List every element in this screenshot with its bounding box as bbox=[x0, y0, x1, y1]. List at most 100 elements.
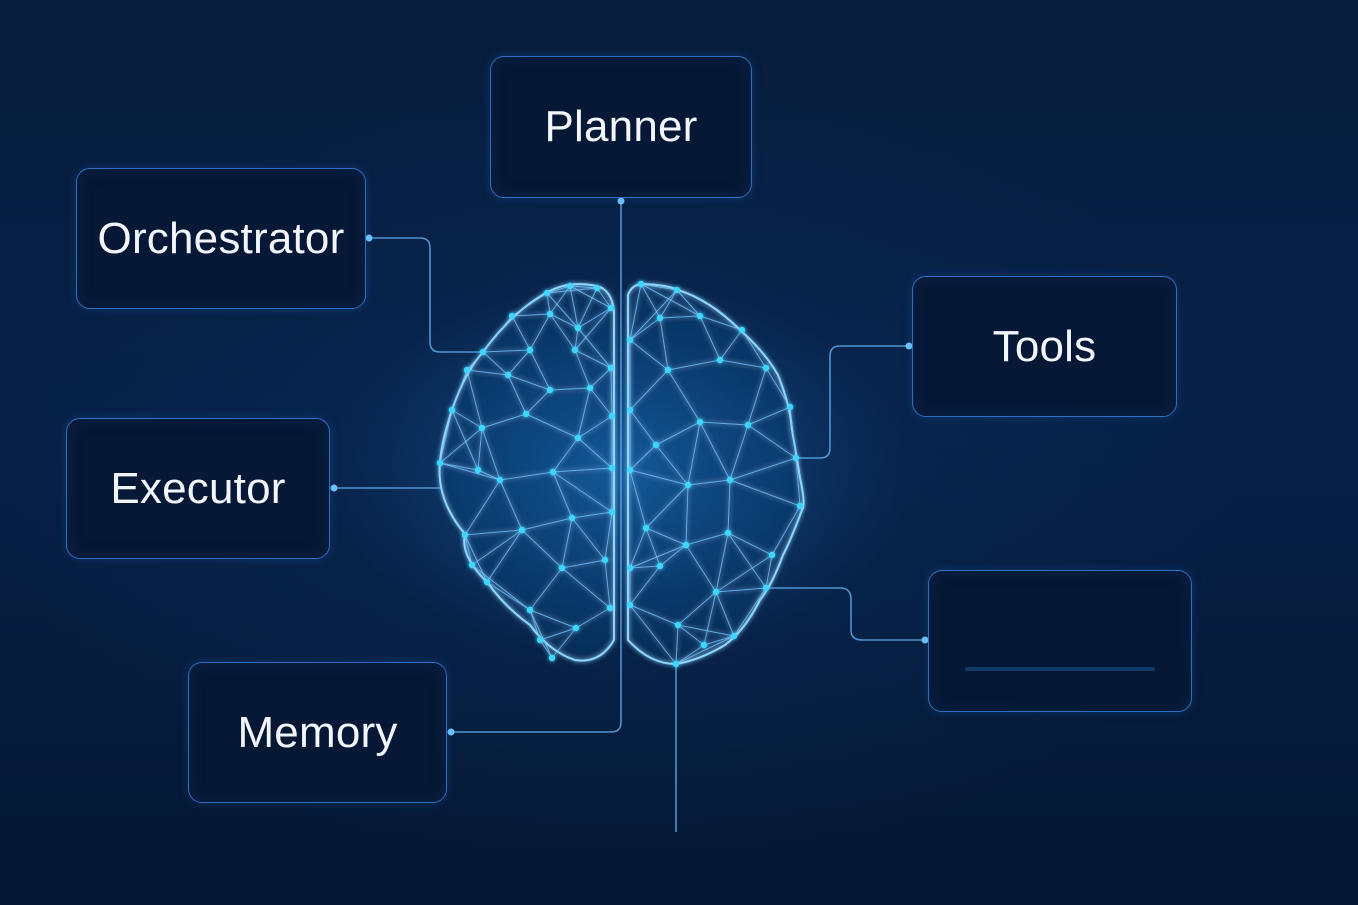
brain-mesh-edge bbox=[574, 327, 579, 351]
brain-mesh-edge bbox=[629, 527, 647, 569]
brain-mesh-edge bbox=[569, 285, 612, 309]
brain-mesh-edge bbox=[507, 349, 531, 376]
brain-mesh-node bbox=[546, 310, 554, 318]
brain-mesh-edge bbox=[719, 329, 743, 361]
brain-mesh-node bbox=[674, 621, 682, 629]
brain-mesh-edge bbox=[507, 374, 527, 415]
brain-mesh-node bbox=[543, 289, 551, 297]
brain-network-icon bbox=[436, 280, 805, 668]
brain-mesh-edge bbox=[699, 421, 749, 426]
brain-mesh-edge bbox=[529, 349, 551, 391]
brain-mesh-edge bbox=[552, 471, 573, 519]
unlabeled-box[interactable] bbox=[928, 570, 1192, 712]
executor-box[interactable]: Executor bbox=[66, 418, 330, 559]
tools-box[interactable]: Tools bbox=[912, 276, 1177, 417]
planner-label: Planner bbox=[544, 102, 698, 151]
brain-mesh-edge bbox=[687, 421, 701, 486]
brain-mesh-edge bbox=[719, 359, 767, 369]
brain-mesh-node bbox=[508, 312, 516, 320]
brain-mesh-node bbox=[682, 541, 690, 549]
brain-mesh-edge bbox=[499, 479, 523, 531]
brain-mesh-edge bbox=[685, 544, 717, 593]
brain-mesh-node bbox=[762, 584, 770, 592]
orchestrator-box[interactable]: Orchestrator bbox=[76, 168, 366, 309]
brain-mesh-node bbox=[606, 604, 614, 612]
brain-mesh-node bbox=[448, 406, 456, 414]
brain-mesh-edge bbox=[464, 529, 523, 536]
brain-mesh-node bbox=[571, 346, 579, 354]
brain-mesh-edge bbox=[552, 467, 613, 473]
wire-orchestrator bbox=[368, 237, 482, 353]
brain-mesh-edge bbox=[685, 532, 729, 546]
brain-mesh-edge bbox=[703, 635, 735, 646]
brain-mesh-node bbox=[656, 314, 664, 322]
brain-mesh-node bbox=[696, 418, 704, 426]
brain-mesh-edge bbox=[439, 462, 479, 471]
brain-mesh-node bbox=[730, 632, 738, 640]
brain-mesh-edge bbox=[551, 627, 577, 659]
brain-mesh-edge bbox=[610, 367, 613, 417]
brain-mesh-edge bbox=[685, 484, 689, 546]
wire-dot bbox=[365, 234, 373, 242]
brain-mesh-edge bbox=[539, 627, 577, 641]
wire-dot bbox=[921, 636, 929, 644]
brain-mesh-edge bbox=[596, 287, 612, 309]
brain-mesh-edge bbox=[747, 406, 791, 426]
wire-dot bbox=[617, 197, 625, 205]
brain-mesh-node bbox=[700, 641, 708, 649]
brain-mesh-edge bbox=[675, 624, 679, 665]
brain-mesh-node bbox=[684, 481, 692, 489]
brain-mesh-edge bbox=[549, 313, 579, 329]
brain-mesh-edge bbox=[552, 437, 579, 473]
brain-mesh-node bbox=[652, 441, 660, 449]
brain-mesh-edge bbox=[703, 591, 717, 646]
brain-mesh-node bbox=[626, 601, 634, 609]
brain-mesh-edge bbox=[439, 427, 483, 464]
brain-mesh-edge bbox=[676, 289, 701, 317]
brain-mesh-edge bbox=[507, 374, 551, 391]
brain-mesh-edge bbox=[577, 387, 591, 439]
brain-mesh-edge bbox=[629, 369, 669, 411]
brain-mesh-edge bbox=[511, 315, 531, 351]
brain-mesh-edge bbox=[667, 359, 721, 371]
placeholder-bar bbox=[965, 667, 1155, 671]
brain-mesh-edge bbox=[699, 421, 731, 481]
brain-mesh-node bbox=[608, 508, 616, 516]
brain-mesh-node bbox=[762, 364, 770, 372]
wire-dot bbox=[330, 484, 338, 492]
brain-mesh-edge bbox=[675, 644, 705, 665]
brain-mesh-edge bbox=[604, 559, 611, 609]
brain-mesh-edge bbox=[640, 283, 678, 291]
brain-mesh-node bbox=[608, 412, 616, 420]
brain-mesh-edge bbox=[439, 409, 453, 464]
brain-mesh-edge bbox=[715, 587, 767, 593]
brain-mesh-edge bbox=[571, 517, 606, 561]
brain-mesh-node bbox=[712, 588, 720, 596]
brain-mesh-node bbox=[526, 606, 534, 614]
brain-mesh-node bbox=[642, 524, 650, 532]
brain-mesh-edge bbox=[549, 387, 591, 391]
tools-label: Tools bbox=[992, 321, 1097, 371]
brain-mesh-node bbox=[558, 564, 566, 572]
brain-mesh-edge bbox=[481, 413, 527, 429]
brain-mesh-edge bbox=[655, 421, 701, 446]
brain-mesh-edge bbox=[451, 409, 479, 471]
brain-mesh-edge bbox=[546, 285, 571, 294]
brain-mesh-node bbox=[664, 366, 672, 374]
brain-mesh-node bbox=[548, 654, 556, 662]
memory-box[interactable]: Memory bbox=[188, 662, 447, 803]
brain-mesh-edge bbox=[466, 369, 483, 429]
brain-mesh-node bbox=[724, 529, 732, 537]
brain-mesh-node bbox=[463, 366, 471, 374]
brain-mesh-node bbox=[461, 531, 469, 539]
brain-mesh-node bbox=[656, 562, 664, 570]
brain-mesh-edge bbox=[575, 607, 611, 629]
planner-box[interactable]: Planner bbox=[490, 56, 752, 198]
brain-mesh-edge bbox=[511, 313, 551, 317]
brain-mesh-edge bbox=[529, 609, 577, 629]
brain-mesh-edge bbox=[645, 527, 687, 546]
brain-mesh-edge bbox=[640, 283, 661, 319]
brain-mesh-edge bbox=[604, 511, 613, 561]
wire-dot bbox=[447, 728, 455, 736]
